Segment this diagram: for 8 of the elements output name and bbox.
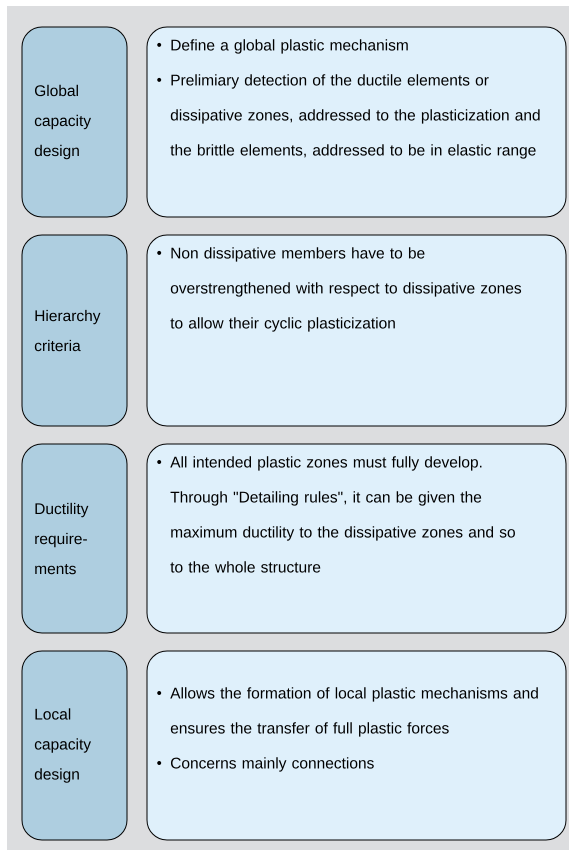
category-box: Ductility require-ments: [22, 444, 128, 634]
description-box: Allows the formation of local plastic mechanisms and ensures the transfer of full plastic forces Concerns mainly connections: [146, 650, 566, 840]
category-box: Hierarchy criteria: [22, 234, 128, 426]
category-box: Local capacity design: [22, 650, 128, 840]
description-box: Non dissipative members have to be overstrengthened with respect to dissipative zones to allow their cyclic plasticization: [146, 234, 566, 426]
description-box: All intended plastic zones must fully develop. Through "Detailing rules", it can be given the maximum ductility to the dissipative zones and so to the whole structure: [146, 444, 566, 634]
description-box: Define a global plastic mechanism Prelimiary detection of the ductile elements or dissipative zones, addressed to the plasticization and the brittle elements, addressed to be in elastic range: [146, 26, 566, 218]
category-box: Global capacity design: [22, 26, 128, 218]
